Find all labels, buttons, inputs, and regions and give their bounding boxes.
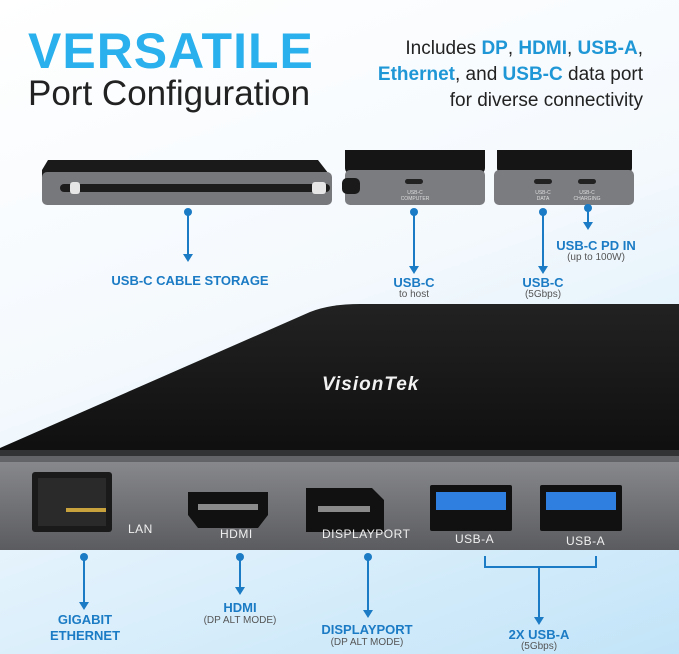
callout-line-host xyxy=(413,212,415,268)
callout-arrow-storage xyxy=(183,254,193,262)
port-label-usba-1: USB-A xyxy=(455,532,495,546)
callout-line-usba xyxy=(538,566,540,620)
displayport-port xyxy=(306,488,384,532)
callout-arrow-pd xyxy=(583,222,593,230)
top-device-views xyxy=(42,150,634,205)
device-side-view-host xyxy=(342,150,485,205)
device-side-view-data xyxy=(494,150,634,205)
label-displayport: DISPLAYPORT xyxy=(321,622,413,637)
label-usbc-host-sub: to host xyxy=(398,289,430,300)
brand-logo: VisionTek xyxy=(322,374,420,395)
port-label-lan: LAN xyxy=(128,522,153,536)
callout-line-hdmi xyxy=(239,557,241,589)
charging-port-label: USB-C CHARGING xyxy=(573,190,601,202)
callout-branch-usba-right xyxy=(595,556,597,568)
device-side-view-storage xyxy=(42,160,332,205)
label-usba-sub: (5Gbps) xyxy=(520,641,558,652)
usb-a-port-1 xyxy=(430,485,512,531)
hdmi-port xyxy=(188,492,268,528)
label-usbc-pd: USB-C PD IN xyxy=(556,238,636,253)
callout-line-displayport xyxy=(367,557,369,613)
lan-port xyxy=(32,472,112,532)
callout-branch-usba-left xyxy=(484,556,486,568)
callout-arrow-usba xyxy=(534,617,544,625)
callout-bar-usba xyxy=(484,566,597,568)
label-usbc-data: USB-C xyxy=(522,275,564,290)
callout-line-data xyxy=(542,212,544,268)
label-usbc-host: USB-C xyxy=(393,275,435,290)
feature-blurb: Includes DP, HDMI, USB-A,Ethernet, and U… xyxy=(377,38,643,111)
data-port-label: USB-C DATA xyxy=(535,190,551,202)
callout-line-pd xyxy=(587,208,589,224)
hero-title: VERSATILE xyxy=(28,23,314,79)
port-label-displayport: DISPLAYPORT xyxy=(322,527,411,541)
label-displayport-sub: (DP ALT MODE) xyxy=(330,637,404,648)
label-hdmi-sub: (DP ALT MODE) xyxy=(203,615,277,626)
label-hdmi: HDMI xyxy=(223,600,257,615)
callout-arrow-ethernet xyxy=(79,602,89,610)
usb-a-port-2 xyxy=(540,485,622,531)
port-label-hdmi: HDMI xyxy=(220,527,253,541)
callout-arrow-hdmi xyxy=(235,587,245,595)
label-usba: 2X USB-A xyxy=(508,627,570,642)
callout-line-ethernet xyxy=(83,557,85,605)
main-device xyxy=(0,304,679,550)
port-label-usba-2: USB-A xyxy=(566,534,606,548)
callout-arrow-host xyxy=(409,266,419,274)
label-usbc-pd-sub: (up to 100W) xyxy=(567,252,625,263)
computer-port-label: USB-C COMPUTER xyxy=(400,190,430,202)
label-cable-storage: USB-C CABLE STORAGE xyxy=(111,273,269,288)
callout-arrow-data xyxy=(538,266,548,274)
callout-arrow-displayport xyxy=(363,610,373,618)
hero-subtitle: Port Configuration xyxy=(28,74,311,113)
callout-line-storage xyxy=(187,212,189,256)
label-usbc-data-sub: (5Gbps) xyxy=(524,289,562,300)
